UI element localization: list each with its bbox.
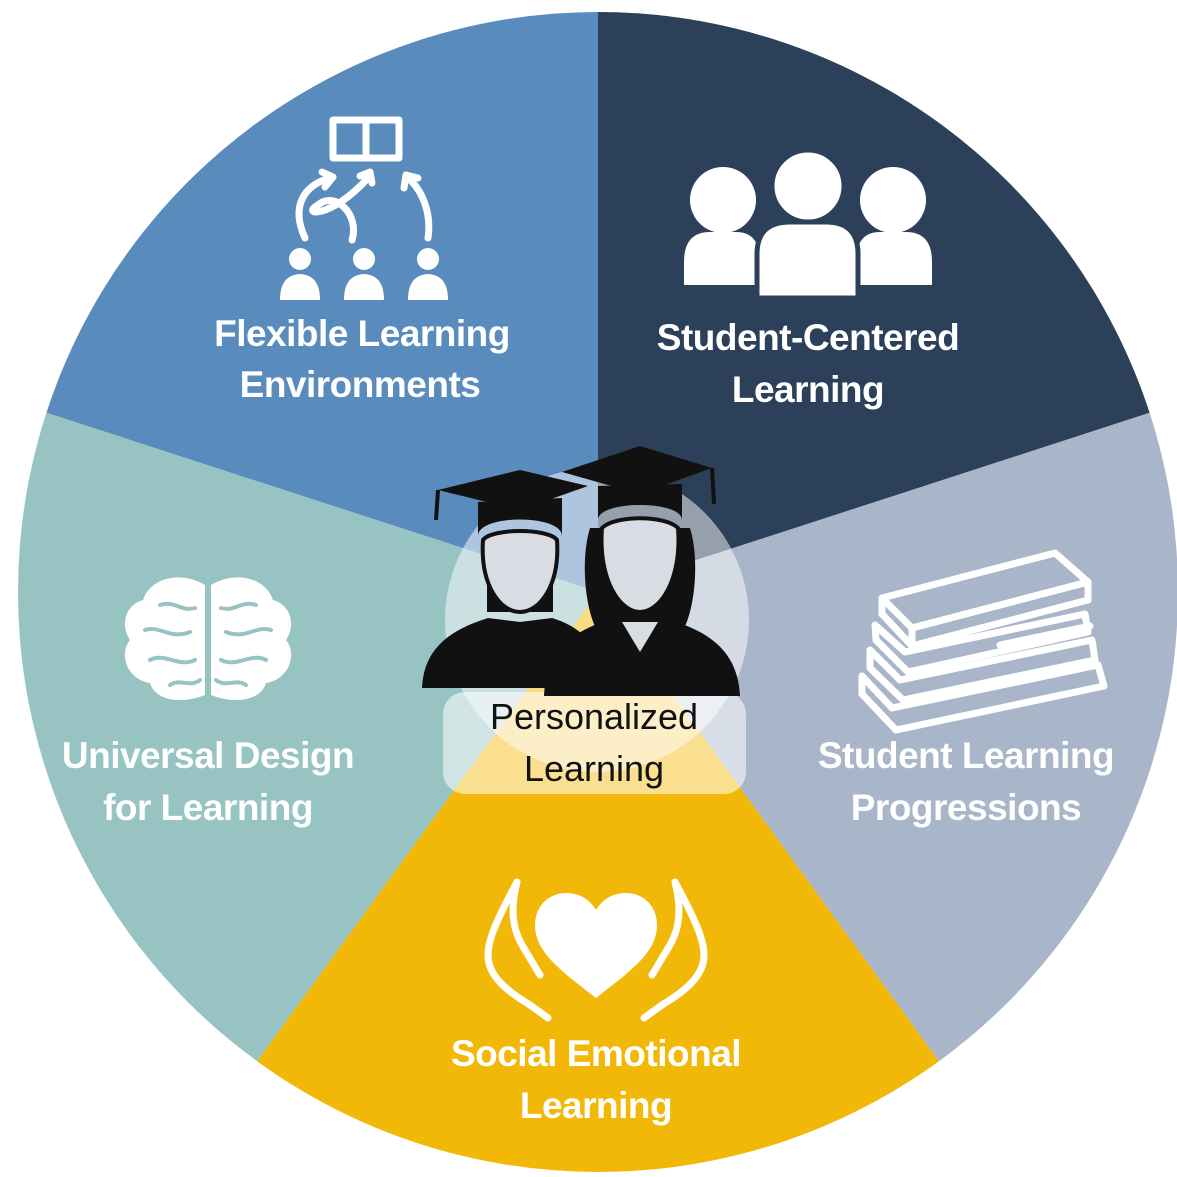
center-label-box: [443, 692, 746, 794]
label-student-centered-line2: Learning: [732, 369, 884, 410]
center-label-line1: Personalized: [490, 696, 698, 737]
book-students-arrows-icon: [280, 116, 448, 300]
brain-icon: [124, 577, 292, 701]
label-progressions-line1: Student Learning: [818, 735, 1114, 776]
stacked-books-icon: [858, 549, 1108, 734]
segment-student-centered: [598, 12, 1150, 592]
label-udl-line2: for Learning: [103, 787, 313, 828]
segment-social-emotional: [257, 592, 939, 1172]
label-flexible-line2: Environments: [240, 364, 481, 405]
wedges: [18, 12, 1177, 1172]
graduates-icon: [422, 446, 740, 696]
hands-heart-icon: [484, 878, 708, 1022]
segment-flexible-learning: [46, 12, 598, 592]
label-sel-line2: Learning: [520, 1085, 672, 1126]
label-student-centered-line1: Student-Centered: [657, 317, 959, 358]
label-sel-line1: Social Emotional: [451, 1033, 741, 1074]
group-people-icon: [684, 147, 932, 301]
label-flexible-line1: Flexible Learning: [214, 313, 510, 354]
segment-labels: Flexible Learning Environments Student-C…: [62, 313, 1115, 1126]
center-label-line2: Learning: [524, 748, 664, 789]
segment-learning-progressions: [598, 412, 1177, 1062]
label-udl-line1: Universal Design: [62, 735, 354, 776]
label-progressions-line2: Progressions: [851, 787, 1081, 828]
